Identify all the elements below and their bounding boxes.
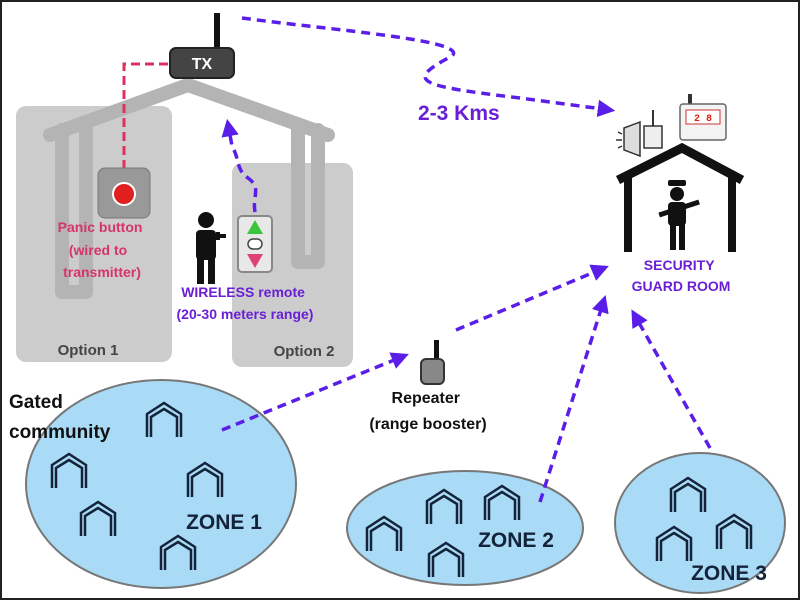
guard-room-line-1: SECURITY bbox=[644, 257, 715, 273]
guard-room-label: SECURITY GUARD ROOM bbox=[632, 257, 731, 294]
house-icon bbox=[365, 515, 403, 551]
house-icon bbox=[655, 525, 693, 561]
panic-wire bbox=[122, 62, 168, 168]
wireless-remote bbox=[237, 215, 273, 273]
zone-houses bbox=[50, 401, 753, 577]
transmitter-body bbox=[169, 47, 235, 79]
repeater-line-2: (range booster) bbox=[369, 416, 486, 433]
remote-down-button bbox=[247, 254, 263, 268]
security-guard-icon bbox=[658, 180, 700, 250]
zone-1-label: ZONE 1 bbox=[186, 511, 262, 534]
house-icon bbox=[427, 541, 465, 577]
remote-middle-button bbox=[247, 238, 263, 250]
house-icon bbox=[159, 534, 197, 570]
option-2-label: Option 2 bbox=[274, 343, 335, 360]
house-icon bbox=[50, 452, 88, 488]
transmitter-label: TX bbox=[192, 56, 213, 73]
repeater-to-guardroom-signal bbox=[455, 264, 609, 332]
option-1-label: Option 1 bbox=[58, 342, 119, 359]
panic-line-3: transmitter) bbox=[63, 264, 141, 280]
panic-button-device bbox=[97, 167, 151, 219]
guard-room-building bbox=[615, 142, 745, 185]
zone-2-area bbox=[346, 470, 584, 586]
zone1-to-repeater-signal bbox=[221, 352, 409, 432]
house-icon bbox=[145, 401, 183, 437]
zone3-to-guardroom-signal bbox=[631, 309, 712, 449]
repeater-antenna bbox=[434, 340, 439, 362]
alarm-panel-icon: 2 8 bbox=[679, 94, 727, 141]
house-icon bbox=[186, 461, 224, 497]
house-icon bbox=[669, 476, 707, 512]
zone2-to-guardroom-signal bbox=[538, 294, 609, 503]
distance-label: 2-3 Kms bbox=[418, 102, 500, 125]
zone-1-area bbox=[25, 379, 297, 589]
house-icon bbox=[79, 500, 117, 536]
repeater-device bbox=[420, 340, 445, 385]
repeater-line-1: Repeater bbox=[392, 390, 460, 407]
community-line-1: Gated bbox=[9, 392, 63, 413]
siren-icon bbox=[616, 110, 663, 158]
house-icon bbox=[425, 488, 463, 524]
person-with-radio-icon bbox=[196, 212, 226, 284]
repeater-label: Repeater (range booster) bbox=[369, 390, 486, 433]
wireless-remote-text: WIRELESS remote (20-30 meters range) bbox=[177, 284, 314, 322]
transmitter-antenna bbox=[214, 13, 220, 49]
zone-2-label: ZONE 2 bbox=[478, 529, 554, 552]
transmitter: TX bbox=[169, 13, 235, 79]
panic-line-1: Panic button bbox=[58, 219, 143, 235]
remote-signal-arrow bbox=[221, 118, 258, 213]
house-outline bbox=[43, 78, 335, 299]
remote-up-button bbox=[247, 220, 263, 234]
panic-button-red bbox=[112, 182, 136, 206]
house-icon bbox=[715, 513, 753, 549]
house-icon bbox=[483, 484, 521, 520]
zone-3-label: ZONE 3 bbox=[691, 562, 767, 585]
security-guard-room bbox=[615, 142, 745, 252]
community-line-2: community bbox=[9, 422, 111, 443]
remote-line-1: WIRELESS remote bbox=[181, 284, 305, 300]
panic-line-2: (wired to bbox=[69, 242, 127, 258]
remote-line-2: (20-30 meters range) bbox=[177, 306, 314, 322]
repeater-body bbox=[420, 358, 445, 385]
alarm-panel-display: 2 8 bbox=[694, 114, 712, 125]
gated-community-label: Gated community bbox=[9, 392, 111, 443]
tx-to-guardroom-signal bbox=[241, 16, 616, 118]
panic-button-text: Panic button (wired to transmitter) bbox=[58, 219, 147, 280]
guard-room-line-2: GUARD ROOM bbox=[632, 278, 731, 294]
